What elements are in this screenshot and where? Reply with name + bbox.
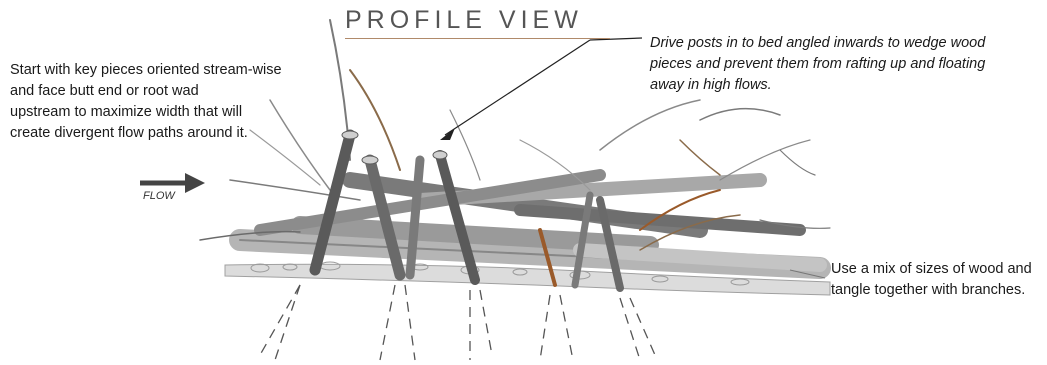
post-callout-leader	[440, 38, 642, 140]
embedded-post-tips	[260, 285, 655, 360]
note-key-pieces: Start with key pieces oriented stream-wi…	[10, 60, 320, 144]
note-drive-posts: Drive posts in to bed angled inwards to …	[650, 33, 1040, 96]
title-underline	[345, 38, 610, 39]
diagram-title: PROFILE VIEW	[345, 6, 583, 35]
flow-label: FLOW	[143, 190, 175, 202]
note-mix-sizes: Use a mix of sizes of wood and tangle to…	[831, 259, 1046, 301]
